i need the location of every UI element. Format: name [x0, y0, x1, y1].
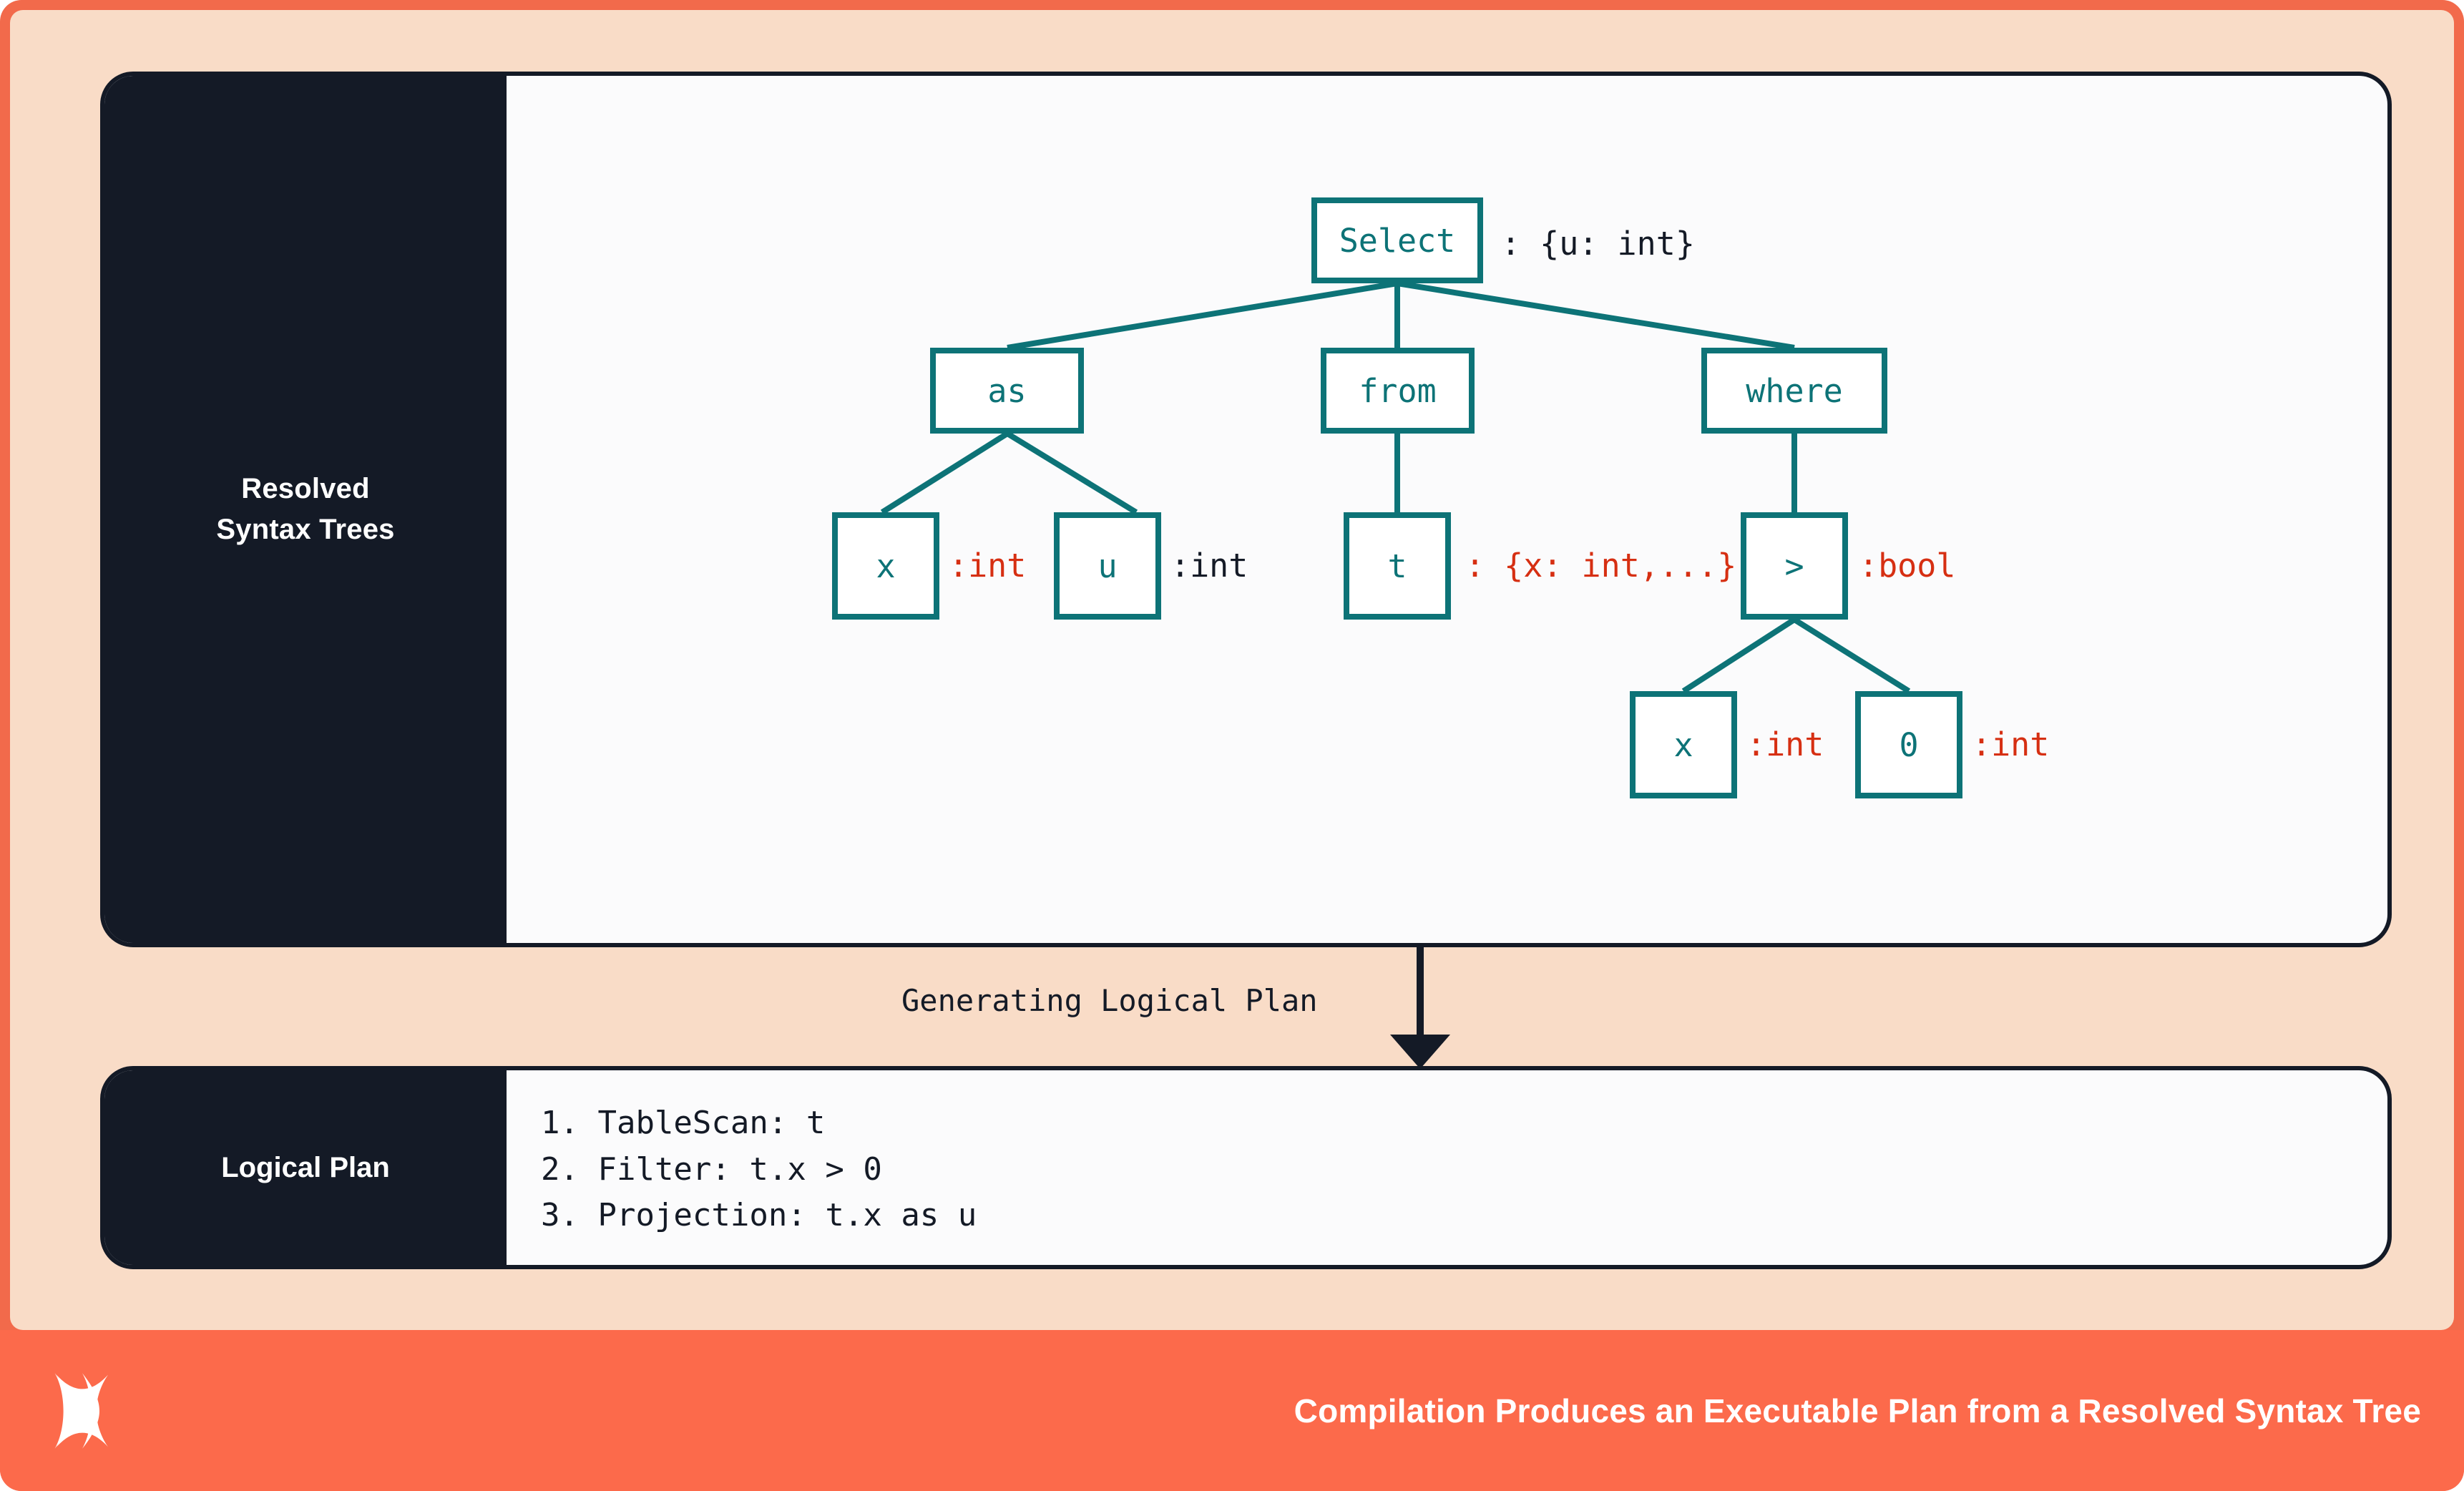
- tree-node-from-t-label: t: [1387, 547, 1407, 585]
- tree-node-gt-zero-label: 0: [1899, 725, 1919, 764]
- logical-plan-panel: Logical Plan 1. TableScan: t 2. Filter: …: [100, 1066, 2392, 1269]
- tree-node-from[interactable]: from: [1321, 348, 1475, 434]
- edge-gt-0: [1792, 617, 1911, 694]
- connector-arrow: [1390, 946, 1450, 1069]
- tree-node-gt-zero[interactable]: 0: [1855, 691, 1962, 798]
- logical-plan-step: 2. Filter: t.x > 0: [541, 1150, 882, 1188]
- edge-select-where: [1397, 280, 1795, 351]
- tree-annotation-as-x: :int: [949, 547, 1027, 585]
- logical-plan-sidebar-label: Logical Plan: [221, 1151, 390, 1183]
- tree-node-where-label: where: [1746, 371, 1843, 410]
- tree-node-gt-x-label: x: [1673, 725, 1693, 764]
- tree-node-where[interactable]: where: [1701, 348, 1887, 434]
- tree-node-select[interactable]: Select: [1311, 197, 1483, 283]
- tree-annotation-from-t: : {x: int,...}: [1465, 547, 1737, 585]
- tree-node-as-u[interactable]: u: [1054, 512, 1161, 620]
- resolved-syntax-trees-panel: Resolved Syntax Trees: [100, 72, 2392, 947]
- tree-node-as[interactable]: as: [930, 348, 1084, 434]
- rst-label-line-1: Resolved: [241, 473, 370, 505]
- tree-annotation-gt: :bool: [1859, 547, 1956, 585]
- tree-annotation-gt-x: :int: [1746, 725, 1824, 763]
- tree-node-gt-label: >: [1784, 547, 1804, 585]
- tree-node-from-label: from: [1359, 371, 1437, 410]
- panel-connector: Generating Logical Plan: [100, 946, 2392, 1069]
- tree-node-select-label: Select: [1339, 221, 1456, 260]
- logical-plan-step: 3. Projection: t.x as u: [541, 1197, 977, 1234]
- tree-node-as-label: as: [987, 371, 1027, 410]
- logical-plan-steps: 1. TableScan: t 2. Filter: t.x > 0 3. Pr…: [541, 1100, 977, 1239]
- tree-edges: [880, 280, 1911, 694]
- tree-node-as-x-label: x: [876, 547, 896, 585]
- tree-node-from-t[interactable]: t: [1344, 512, 1451, 620]
- tree-node-gt-x[interactable]: x: [1630, 691, 1737, 798]
- footer-banner: Compilation Produces an Executable Plan …: [0, 1330, 2464, 1491]
- footer-caption: Compilation Produces an Executable Plan …: [1294, 1392, 2421, 1429]
- tree-node-gt[interactable]: >: [1741, 512, 1848, 620]
- logical-plan-sidebar: Logical Plan: [104, 1070, 507, 1265]
- rst-label-line-2: Syntax Trees: [216, 514, 395, 545]
- tree-annotation-select: : {u: int}: [1501, 225, 1695, 263]
- edge-gt-x: [1681, 617, 1796, 694]
- edge-select-as: [1007, 280, 1398, 351]
- tree-node-as-u-label: u: [1097, 547, 1118, 585]
- hourglass-x-logo-icon: [54, 1372, 108, 1449]
- rst-sidebar: Resolved Syntax Trees: [104, 76, 507, 943]
- connector-label: Generating Logical Plan: [901, 983, 1318, 1018]
- tree-annotation-as-u: :int: [1170, 547, 1248, 585]
- down-arrow-icon: [1390, 1035, 1450, 1069]
- tree-annotation-gt-zero: :int: [1972, 725, 2050, 763]
- logical-plan-step: 1. TableScan: t: [541, 1105, 826, 1141]
- edge-as-x: [880, 431, 1009, 515]
- edge-as-u: [1005, 431, 1138, 515]
- rst-sidebar-label: Resolved Syntax Trees: [216, 469, 394, 550]
- syntax-tree-canvas: Select : {u: int} as from where x :int u…: [507, 76, 2387, 943]
- tree-node-as-x[interactable]: x: [832, 512, 939, 620]
